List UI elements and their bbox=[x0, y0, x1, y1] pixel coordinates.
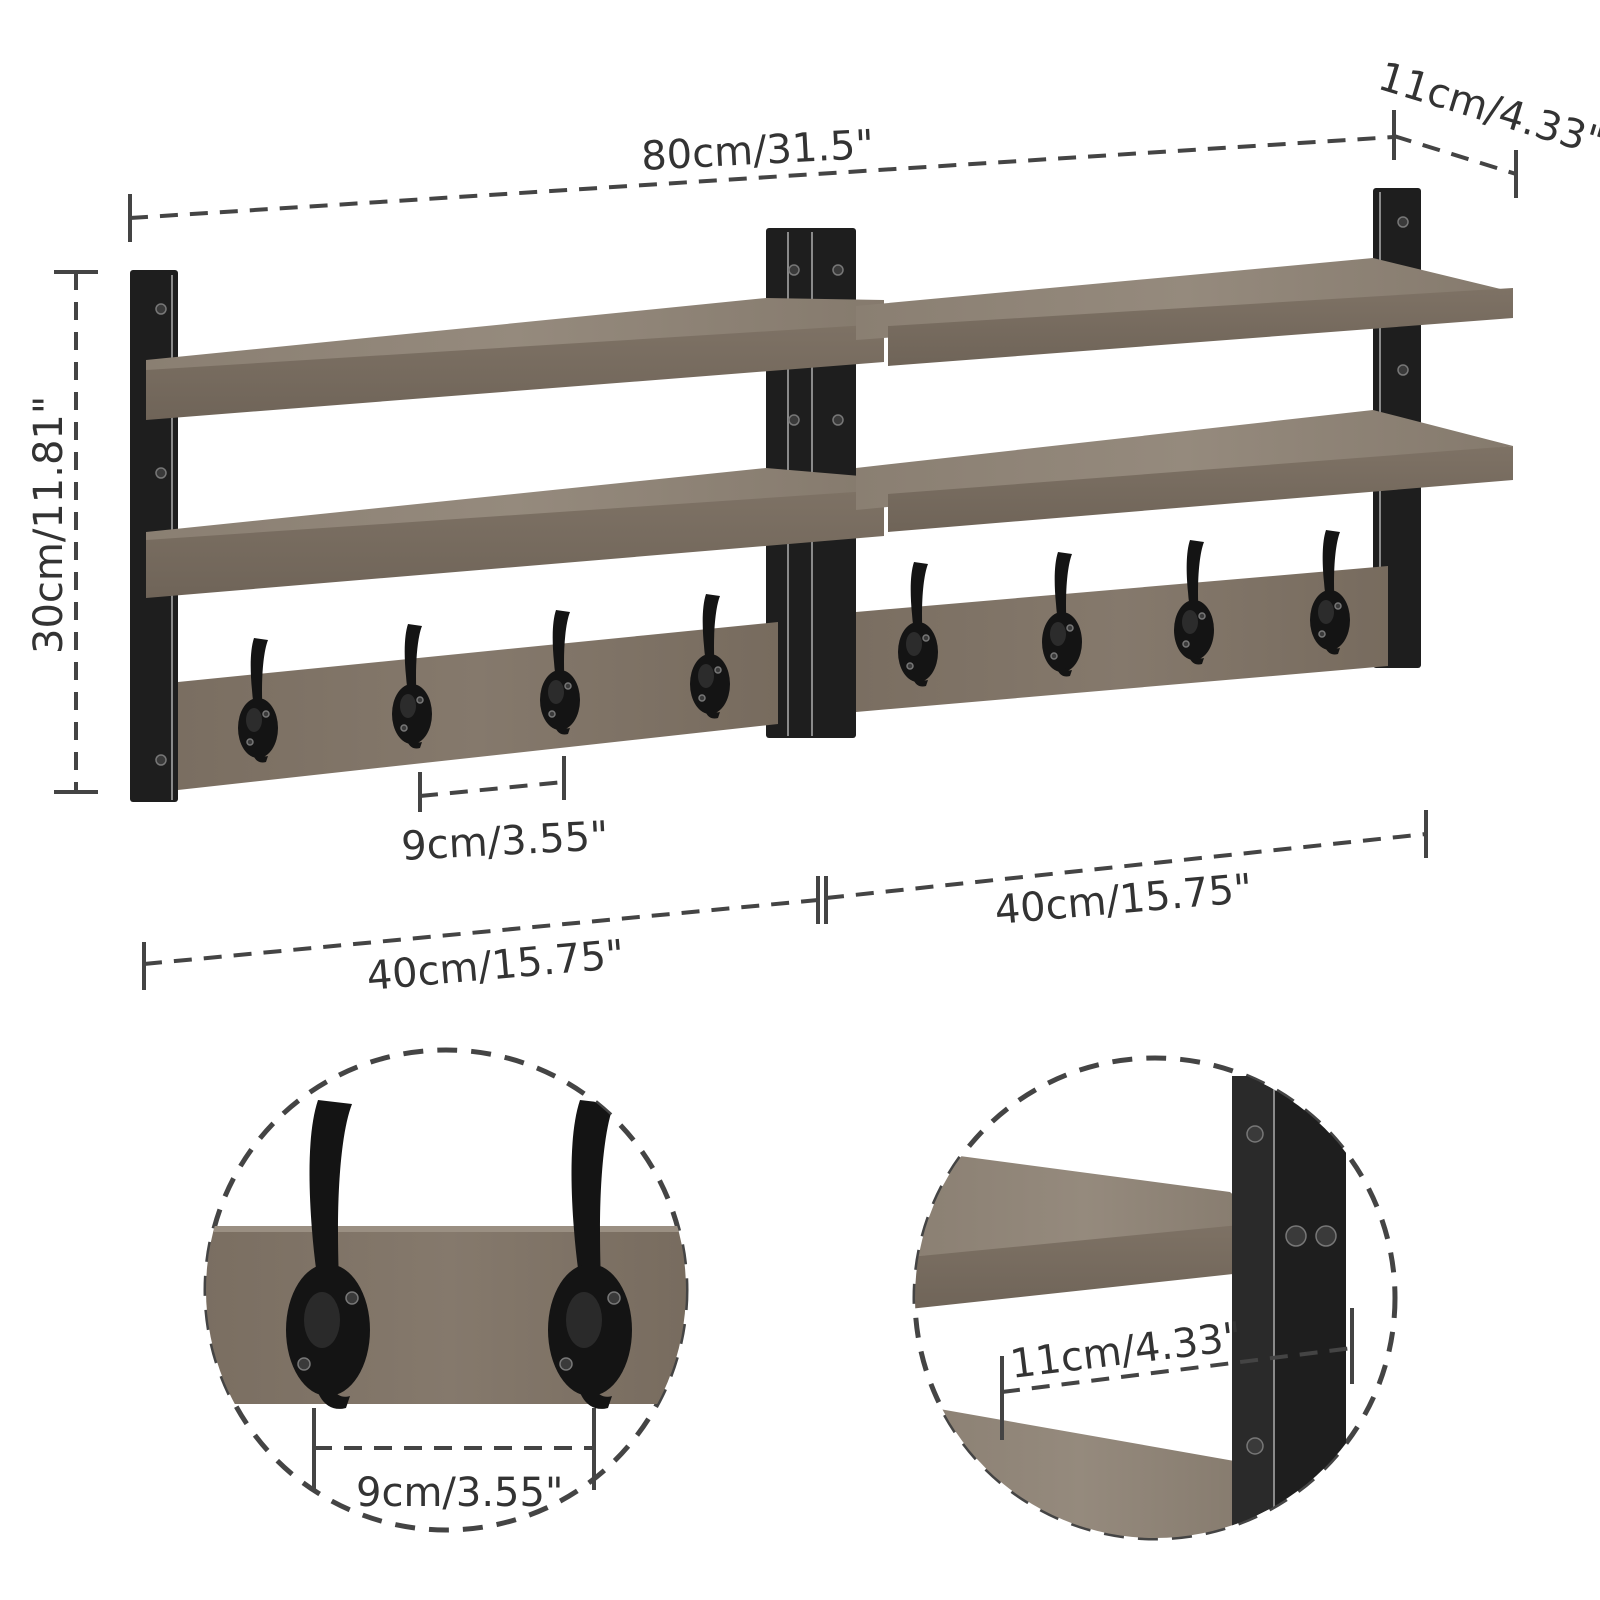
right-top-shelf bbox=[856, 258, 1513, 366]
detail-hooks-zoom: 9cm/3.55" bbox=[203, 1047, 689, 1533]
left-middle-shelf bbox=[146, 468, 884, 598]
dim-hook-spacing: 9cm/3.55" bbox=[400, 756, 610, 870]
depth-top-label: 11cm/4.33" bbox=[1373, 54, 1600, 166]
height-label: 30cm/11.81" bbox=[26, 396, 72, 654]
left-hook-rail bbox=[178, 622, 778, 790]
hook-spacing-label: 9cm/3.55" bbox=[400, 813, 609, 870]
shelf-assembly bbox=[130, 188, 1513, 802]
right-unit-width-label: 40cm/15.75" bbox=[993, 866, 1254, 934]
left-unit-width-label: 40cm/15.75" bbox=[365, 932, 626, 1000]
dim-right-unit-width: 40cm/15.75" bbox=[824, 810, 1428, 934]
right-hook-rail bbox=[856, 566, 1388, 712]
detail-hook-spacing-label: 9cm/3.55" bbox=[356, 1470, 563, 1516]
dim-total-width: 80cm/31.5" bbox=[128, 110, 1396, 242]
detail-shelf-zoom: 11cm/4.33" bbox=[912, 1055, 1398, 1541]
right-middle-shelf bbox=[856, 410, 1513, 532]
left-top-shelf bbox=[146, 298, 884, 420]
dim-height: 30cm/11.81" bbox=[26, 270, 98, 794]
dim-depth-top: 11cm/4.33" bbox=[1373, 54, 1600, 198]
dim-left-unit-width: 40cm/15.75" bbox=[142, 876, 820, 1000]
total-width-label: 80cm/31.5" bbox=[640, 122, 875, 180]
